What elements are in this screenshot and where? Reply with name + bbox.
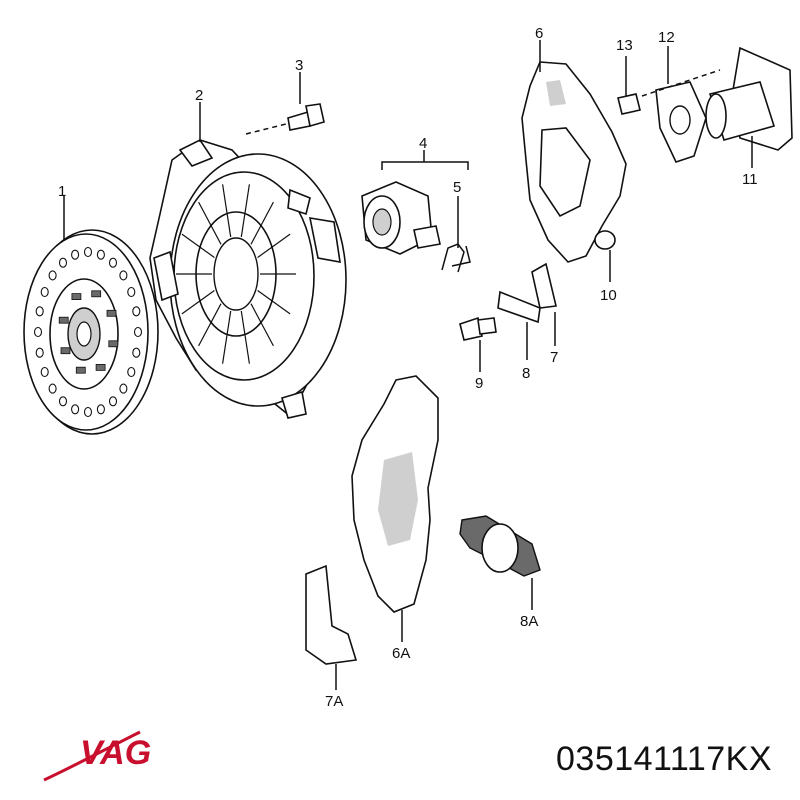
disc-hole [119, 270, 128, 281]
diaphragm-spring-fingers [176, 184, 296, 364]
callout-7: 7 [550, 349, 558, 366]
disc-hole [132, 306, 141, 317]
disc-hole [71, 249, 80, 260]
callout-3: 3 [295, 57, 303, 74]
callout-10: 10 [600, 287, 617, 304]
spring-finger [257, 290, 291, 315]
damper-spring [58, 316, 69, 324]
spring-finger [181, 290, 215, 315]
spring-finger [240, 184, 250, 238]
callout-7A: 7A [325, 693, 343, 710]
part-number: 035141117KX [556, 740, 772, 778]
spring-finger [250, 303, 274, 347]
disc-hole [40, 286, 49, 298]
callout-labels: 1 2 3 4 5 6 7 8 9 10 11 12 13 6A 7A 8A [58, 25, 758, 710]
callout-4: 4 [419, 135, 427, 152]
damper-spring [71, 293, 82, 301]
damper-spring [108, 340, 119, 348]
disc-hole [127, 286, 136, 298]
disc-hole [132, 347, 141, 358]
disc-hole [48, 270, 57, 281]
spring-finger [198, 201, 222, 245]
disc-hole [33, 326, 43, 338]
disc-hole [96, 404, 105, 415]
disc-hole [35, 347, 44, 358]
disc-hole [58, 396, 68, 407]
leader-lines [63, 40, 753, 690]
callout-13: 13 [616, 37, 633, 54]
disc-hole [48, 383, 57, 394]
bolt-part [245, 103, 325, 135]
spring-finger [257, 233, 291, 258]
spring-finger [181, 233, 215, 258]
spring-finger [198, 303, 222, 347]
callout-12: 12 [658, 29, 675, 46]
spring-finger [250, 201, 274, 245]
callout-8: 8 [522, 365, 530, 382]
damper-spring [91, 290, 102, 298]
disc-hole [108, 396, 118, 407]
vag-logo: VAG [43, 730, 151, 782]
release-bracket-part [521, 61, 627, 263]
pressure-plate-part [149, 138, 347, 419]
clutch-disc-rivet-holes [33, 246, 143, 418]
callout-9: 9 [475, 375, 483, 392]
callout-11: 11 [742, 171, 758, 188]
guide-sleeve-part [617, 46, 793, 163]
damper-spring [106, 309, 117, 317]
spring-finger [240, 310, 250, 364]
retaining-clip-part [441, 243, 471, 273]
disc-hole [35, 306, 44, 317]
disc-hole [96, 249, 105, 260]
damper-spring [75, 366, 86, 374]
disc-hole [119, 383, 128, 394]
spring-finger [222, 184, 232, 238]
bush-part [594, 230, 616, 250]
disc-hole [71, 404, 80, 415]
disc-hole [127, 366, 136, 378]
disc-hole [40, 366, 49, 378]
vag-logo-text: VAG [80, 734, 151, 772]
pivot-part [459, 515, 541, 577]
clutch-disc-part [23, 229, 159, 435]
disc-hole [83, 246, 93, 258]
release-bearing-part [361, 181, 441, 255]
callout-6: 6 [535, 25, 543, 42]
callout-1: 1 [58, 183, 66, 200]
disc-hole [83, 406, 93, 418]
callout-8A: 8A [520, 613, 538, 630]
lever-clip-part [305, 564, 358, 665]
damper-spring [60, 347, 71, 355]
spring-finger [222, 310, 232, 364]
guide-plate-part [459, 262, 557, 341]
disc-hole [108, 257, 118, 268]
disc-hole [133, 326, 143, 338]
damper-spring [95, 363, 106, 371]
release-lever-part [351, 375, 439, 613]
callout-6A: 6A [392, 645, 410, 662]
callout-5: 5 [453, 179, 461, 196]
disc-hole [58, 257, 68, 268]
callout-2: 2 [195, 87, 203, 104]
